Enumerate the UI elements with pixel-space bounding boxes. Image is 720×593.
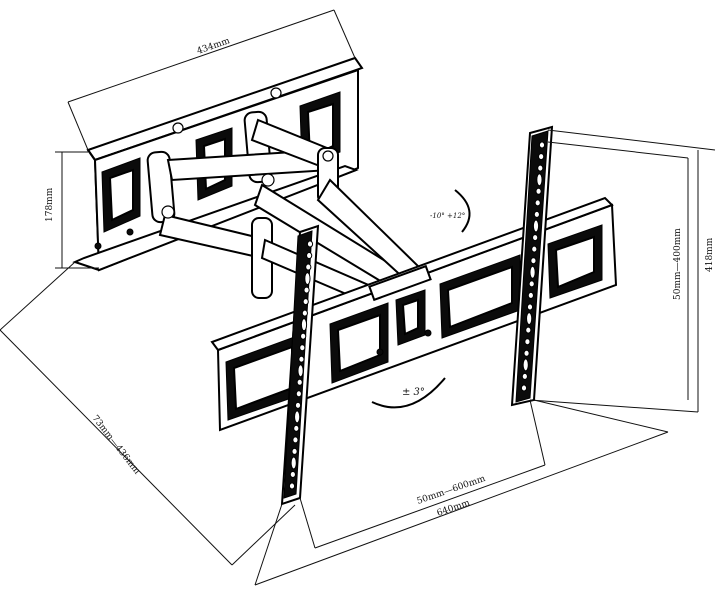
bracket-slot-hole [297,364,304,378]
label-overall-height: 418mm [705,237,715,272]
bracket-slot-hole [538,141,546,149]
label-arm-extension: 73mm—436mm [90,414,142,477]
label-vesa-vertical: 50mm—400mm [673,228,683,300]
bracket-slot-hole [300,318,308,332]
bracket-slot-hole [525,326,532,334]
bracket-slot-hole [305,263,312,271]
bracket-slot-hole [538,153,545,161]
bracket-slot-hole [288,482,296,490]
bracket-slot-hole [298,355,305,363]
bracket-slot-hole [532,234,539,242]
bracket-slot-hole [533,210,540,218]
bracket-slot-hole [304,272,311,286]
bracket-slot-hole [534,199,541,207]
label-rotation: ± 3° [402,387,425,398]
dimension-lines [0,9,716,586]
bracket-slot-hole [306,240,314,248]
bracket-slot-hole [524,338,531,346]
bracket-slot-hole [299,344,306,352]
bracket-slot-hole [526,312,533,326]
bracket-slot-hole [526,303,534,311]
bracket-slot-hole [289,470,296,478]
bracket-slot-holes [288,141,546,490]
bracket-slot-hole [520,384,528,392]
bracket-slot-hole [301,309,308,317]
bracket-slot-hole [294,410,301,424]
bracket-slot-hole [523,349,530,357]
label-wall-plate-width: 434mm [196,36,232,57]
bracket-slot-hole [295,390,302,398]
bracket-slot-hole [522,358,529,372]
bracket-slot-hole [294,401,302,409]
bracket-slot-hole [300,332,307,340]
bracket-slot-hole [293,424,300,432]
bracket-slot-hole [532,219,540,233]
bracket-slot-hole [291,447,298,455]
bracket-slot-hole [306,252,313,260]
label-tilt: -10° +12° [430,212,465,220]
bracket-slot-hole [528,280,535,288]
bracket-slot-hole [521,372,528,380]
bracket-slot-hole [536,173,543,187]
bracket-slot-hole [537,164,544,172]
bracket-slot-hole [303,286,310,294]
bracket-slot-hole [302,298,309,306]
bracket-slot-hole [535,187,542,195]
bracket-slot-hole [296,378,303,386]
label-vesa-horizontal: 50mm—600mm [416,474,488,507]
bracket-slot-hole [531,245,538,253]
label-overall-width: 640mm [436,498,472,519]
bracket-slot-hole [530,257,537,265]
bracket-slot-hole [527,291,534,299]
bracket-slot-hole [292,436,299,444]
bracket-slot-hole [290,456,297,470]
bracket-slot-hole [529,265,536,279]
label-wall-plate-height: 178mm [45,187,55,222]
